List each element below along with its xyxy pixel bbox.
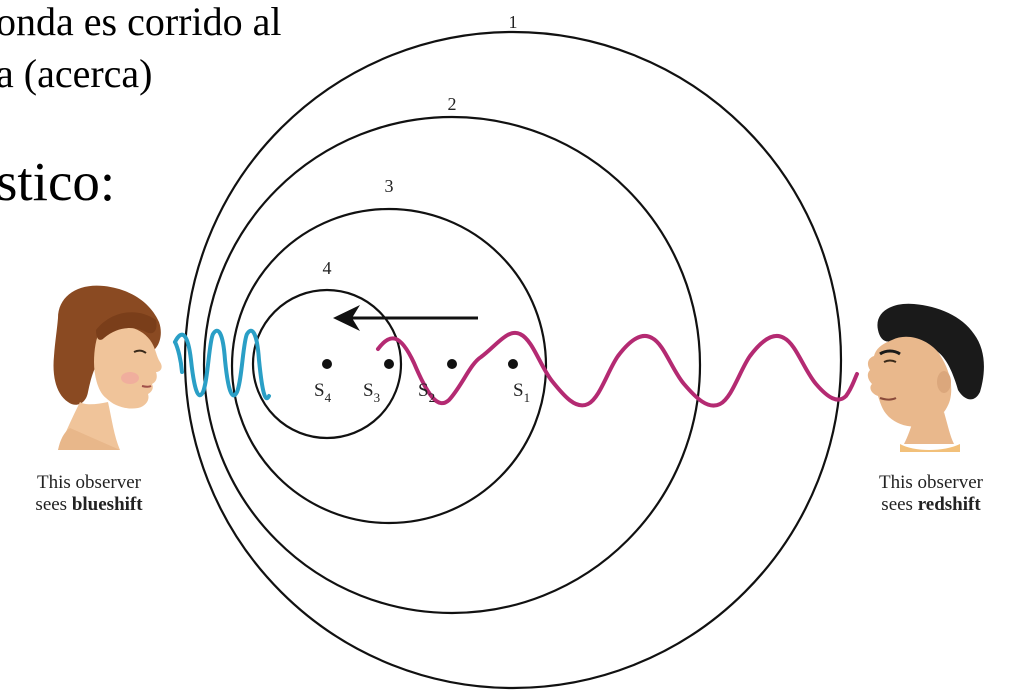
right-caption-prefix: sees bbox=[881, 494, 917, 515]
right-caption-bold: redshift bbox=[918, 494, 981, 515]
left-observer-caption: This observer sees blueshift bbox=[4, 472, 174, 516]
source-dot-s4 bbox=[322, 359, 332, 369]
wavefront-label-3: 3 bbox=[385, 176, 394, 196]
redshift-wave bbox=[378, 333, 857, 406]
source-label-s2: S2 bbox=[418, 380, 435, 405]
wavefront-label-2: 2 bbox=[448, 94, 457, 114]
right-caption-line-2: sees redshift bbox=[846, 494, 1014, 516]
right-caption-line-1: This observer bbox=[846, 472, 1014, 494]
left-observer-face-icon bbox=[54, 286, 162, 450]
wavefront-label-1: 1 bbox=[509, 12, 518, 32]
left-caption-line-1: This observer bbox=[4, 472, 174, 494]
source-dot-s2 bbox=[447, 359, 457, 369]
source-label-s1: S1 bbox=[513, 380, 530, 405]
right-observer-face-icon bbox=[868, 304, 984, 452]
right-observer-caption: This observer sees redshift bbox=[846, 472, 1014, 516]
blueshift-wave bbox=[175, 331, 269, 398]
motion-arrow-icon bbox=[333, 305, 478, 331]
left-caption-prefix: sees bbox=[35, 494, 71, 515]
source-dot-s1 bbox=[508, 359, 518, 369]
source-dots bbox=[322, 359, 518, 369]
source-labels: S4 S3 S2 S1 bbox=[314, 380, 530, 405]
left-caption-line-2: sees blueshift bbox=[4, 494, 174, 516]
source-label-s4: S4 bbox=[314, 380, 332, 405]
source-dot-s3 bbox=[384, 359, 394, 369]
wavefront-label-4: 4 bbox=[323, 258, 332, 278]
source-label-s3: S3 bbox=[363, 380, 380, 405]
left-caption-bold: blueshift bbox=[72, 494, 143, 515]
blueshift-wave-start bbox=[175, 342, 182, 372]
